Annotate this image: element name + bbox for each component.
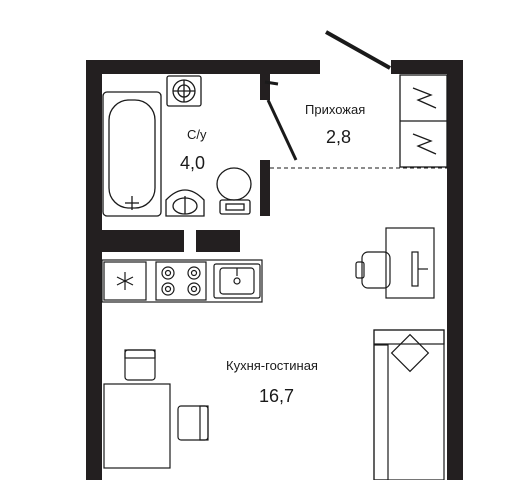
- shower-drain: [166, 75, 202, 107]
- dining-table: [103, 383, 171, 469]
- entrance-door: [325, 30, 391, 70]
- hanger-icon: [412, 87, 437, 109]
- sofa: [373, 329, 445, 480]
- wall-service-left: [102, 230, 184, 252]
- kitchen-counter: [101, 259, 263, 303]
- dining-chair: [177, 405, 209, 441]
- snowflake-icon: [116, 272, 134, 290]
- desk-chair: [361, 251, 391, 289]
- bathtub: [102, 91, 162, 217]
- bathroom-door: [266, 99, 298, 161]
- hallway-elements: [264, 30, 448, 169]
- toilet: [216, 167, 252, 201]
- sink: [165, 189, 205, 217]
- wall-top-left: [86, 60, 320, 74]
- cooktop: [155, 261, 207, 301]
- dining-chair: [124, 349, 156, 381]
- wall-left: [86, 60, 102, 480]
- wall-bath-right-lower: [260, 160, 270, 216]
- living-name: Кухня-гостиная: [226, 358, 318, 373]
- living-furniture: [103, 227, 445, 480]
- bathroom-name: С/у: [187, 127, 207, 142]
- hallway-name: Прихожая: [305, 102, 365, 117]
- bathtub-inner: [108, 99, 156, 209]
- living-area: 16,7: [259, 386, 294, 406]
- walls: [86, 60, 463, 480]
- fridge: [103, 261, 147, 301]
- wall-right: [447, 60, 463, 480]
- wall-service-right: [196, 230, 240, 252]
- kitchen-elements: [101, 259, 263, 303]
- monitor: [411, 251, 419, 287]
- wall-bath-right: [260, 74, 270, 100]
- desk: [385, 227, 435, 299]
- bathroom-area: 4,0: [180, 153, 205, 173]
- hallway-area: 2,8: [326, 127, 351, 147]
- wall-top-right: [391, 60, 463, 74]
- sofa-pillow: [390, 333, 430, 373]
- hanger-icon: [412, 133, 437, 155]
- kitchen-sink: [213, 263, 261, 299]
- bathroom-fixtures: [102, 75, 252, 217]
